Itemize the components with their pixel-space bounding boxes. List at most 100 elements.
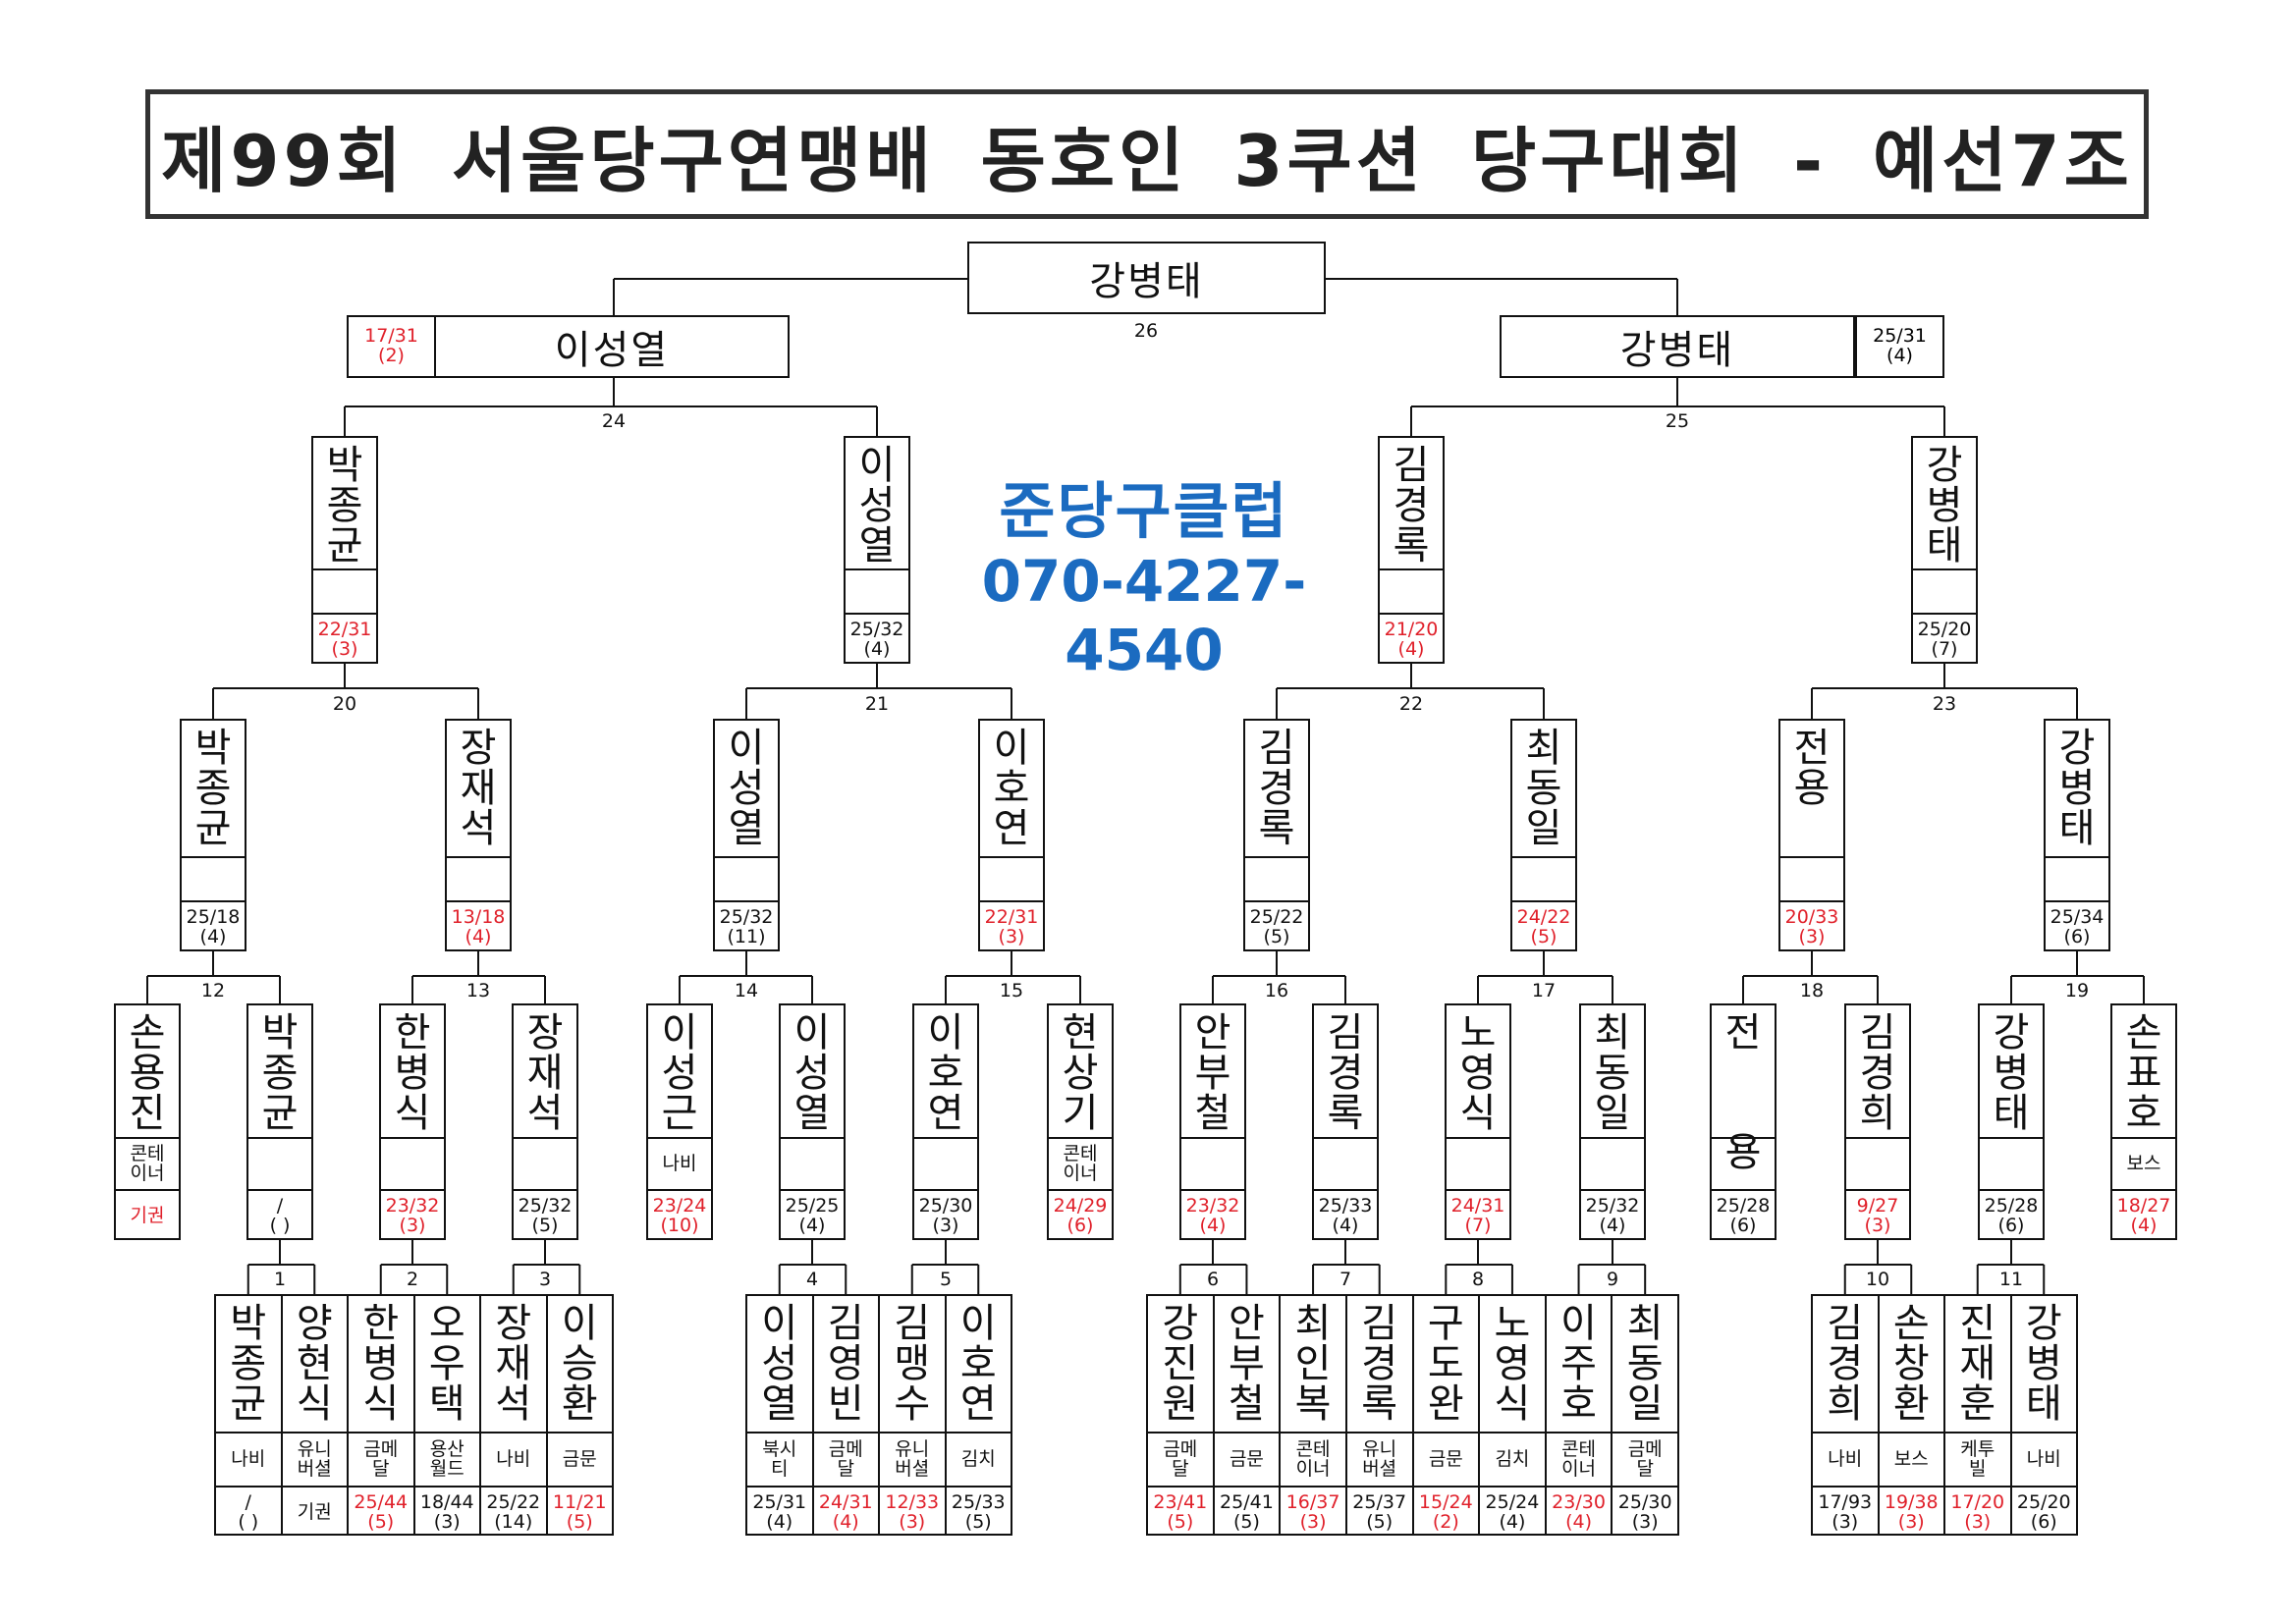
match-number: 1 bbox=[273, 1269, 287, 1290]
semifinal-box: 이성열 bbox=[434, 315, 790, 378]
club-cell bbox=[1314, 1137, 1377, 1189]
club-cell: 콘테 이너 bbox=[1546, 1432, 1612, 1486]
score-cell: 23/30 (4) bbox=[1546, 1486, 1612, 1538]
score-cell: 23/24 (10) bbox=[648, 1189, 711, 1242]
match-number: 14 bbox=[734, 980, 759, 1001]
club-cell: 금메 달 bbox=[1613, 1432, 1677, 1486]
match-number: 3 bbox=[538, 1269, 552, 1290]
score-cell: 23/32 (4) bbox=[1181, 1189, 1244, 1242]
match-number: 24 bbox=[601, 410, 627, 432]
club-cell: 나비 bbox=[648, 1137, 711, 1189]
club-cell bbox=[846, 568, 908, 613]
score-cell: 17/20 (3) bbox=[1945, 1486, 2010, 1538]
club-cell bbox=[1846, 1137, 1909, 1189]
score-cell: 24/22 (5) bbox=[1512, 900, 1575, 953]
club-cell: 유니 버셜 bbox=[1346, 1432, 1412, 1486]
score-cell: 25/32 (5) bbox=[514, 1189, 576, 1242]
club-cell bbox=[2046, 856, 2108, 900]
club-cell bbox=[313, 568, 376, 613]
club-name: 준당구클럽 bbox=[999, 475, 1289, 547]
match-number: 26 bbox=[1133, 320, 1159, 342]
match-number: 21 bbox=[864, 693, 890, 715]
club-cell: 콘테 이너 bbox=[1049, 1137, 1112, 1189]
score-cell: 25/28 (6) bbox=[1980, 1189, 2043, 1242]
score-cell: 25/25 (4) bbox=[781, 1189, 844, 1242]
club-cell: 케투 빌 bbox=[1945, 1432, 2010, 1486]
club-cell: 금메 달 bbox=[813, 1432, 878, 1486]
match-number: 6 bbox=[1206, 1269, 1220, 1290]
score-cell: 17/93 (3) bbox=[1813, 1486, 1878, 1538]
club-cell bbox=[1913, 568, 1976, 613]
score-cell: 25/28 (6) bbox=[1712, 1189, 1775, 1242]
match-number: 5 bbox=[939, 1269, 953, 1290]
score-cell: 24/31 (7) bbox=[1447, 1189, 1509, 1242]
club-cell: 유니 버셜 bbox=[282, 1432, 347, 1486]
score-cell: 25/44 (5) bbox=[349, 1486, 413, 1538]
club-cell: 금문 bbox=[547, 1432, 612, 1486]
club-cell: 콘테 이너 bbox=[1281, 1432, 1345, 1486]
match-number: 15 bbox=[999, 980, 1024, 1001]
player-name: 이성열 bbox=[554, 328, 670, 373]
club-phone: 070-4227-4540 bbox=[981, 548, 1307, 683]
semifinal-box: 강병태 bbox=[1500, 315, 1855, 378]
club-cell bbox=[1780, 856, 1843, 900]
score-cell: 25/32 (4) bbox=[1581, 1189, 1644, 1242]
score-cell: 25/18 (4) bbox=[182, 900, 245, 953]
score-cell: 23/32 (3) bbox=[381, 1189, 444, 1242]
score-cell: 25/30 (3) bbox=[1613, 1486, 1677, 1538]
match-number: 7 bbox=[1339, 1269, 1352, 1290]
club-cell bbox=[1512, 856, 1575, 900]
score-cell: 기권 bbox=[116, 1189, 179, 1242]
match-number: 2 bbox=[406, 1269, 419, 1290]
score-cell: 25/37 (5) bbox=[1346, 1486, 1412, 1538]
match-number: 22 bbox=[1398, 693, 1424, 715]
match-number: 25 bbox=[1665, 410, 1690, 432]
score-cell: 13/18 (4) bbox=[447, 900, 510, 953]
score-cell: 25/24 (4) bbox=[1480, 1486, 1545, 1538]
match-number: 12 bbox=[200, 980, 226, 1001]
club-cell bbox=[1712, 1137, 1775, 1189]
